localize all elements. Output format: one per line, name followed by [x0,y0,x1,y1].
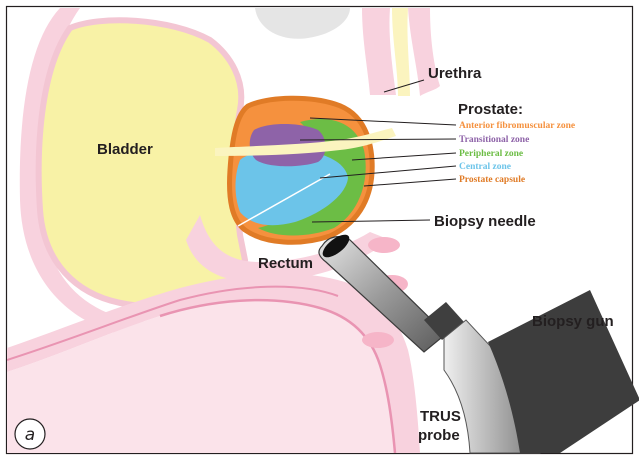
urethra-label: Urethra [428,65,482,82]
tissue-nodule-lower [362,332,394,348]
zone-label-peripheral: Peripheral zone [459,149,523,159]
trus-label-line1: TRUS [420,408,461,425]
biopsy-needle-label: Biopsy needle [434,213,536,230]
zone-label-transitional: Transitional zone [459,135,529,145]
trus-label-line2: probe [418,427,460,444]
biopsy-gun-label: Biopsy gun [532,313,614,330]
bladder-label: Bladder [97,141,153,158]
zone-label-capsule: Prostate capsule [459,175,525,185]
panel-letter: a [25,425,35,445]
rectum-label: Rectum [258,255,313,272]
prostate-label: Prostate: [458,101,523,118]
tissue-nodule-upper [368,237,400,253]
zone-label-central: Central zone [459,162,511,172]
zone-label-anterior: Anterior fibromuscular zone [459,121,575,131]
